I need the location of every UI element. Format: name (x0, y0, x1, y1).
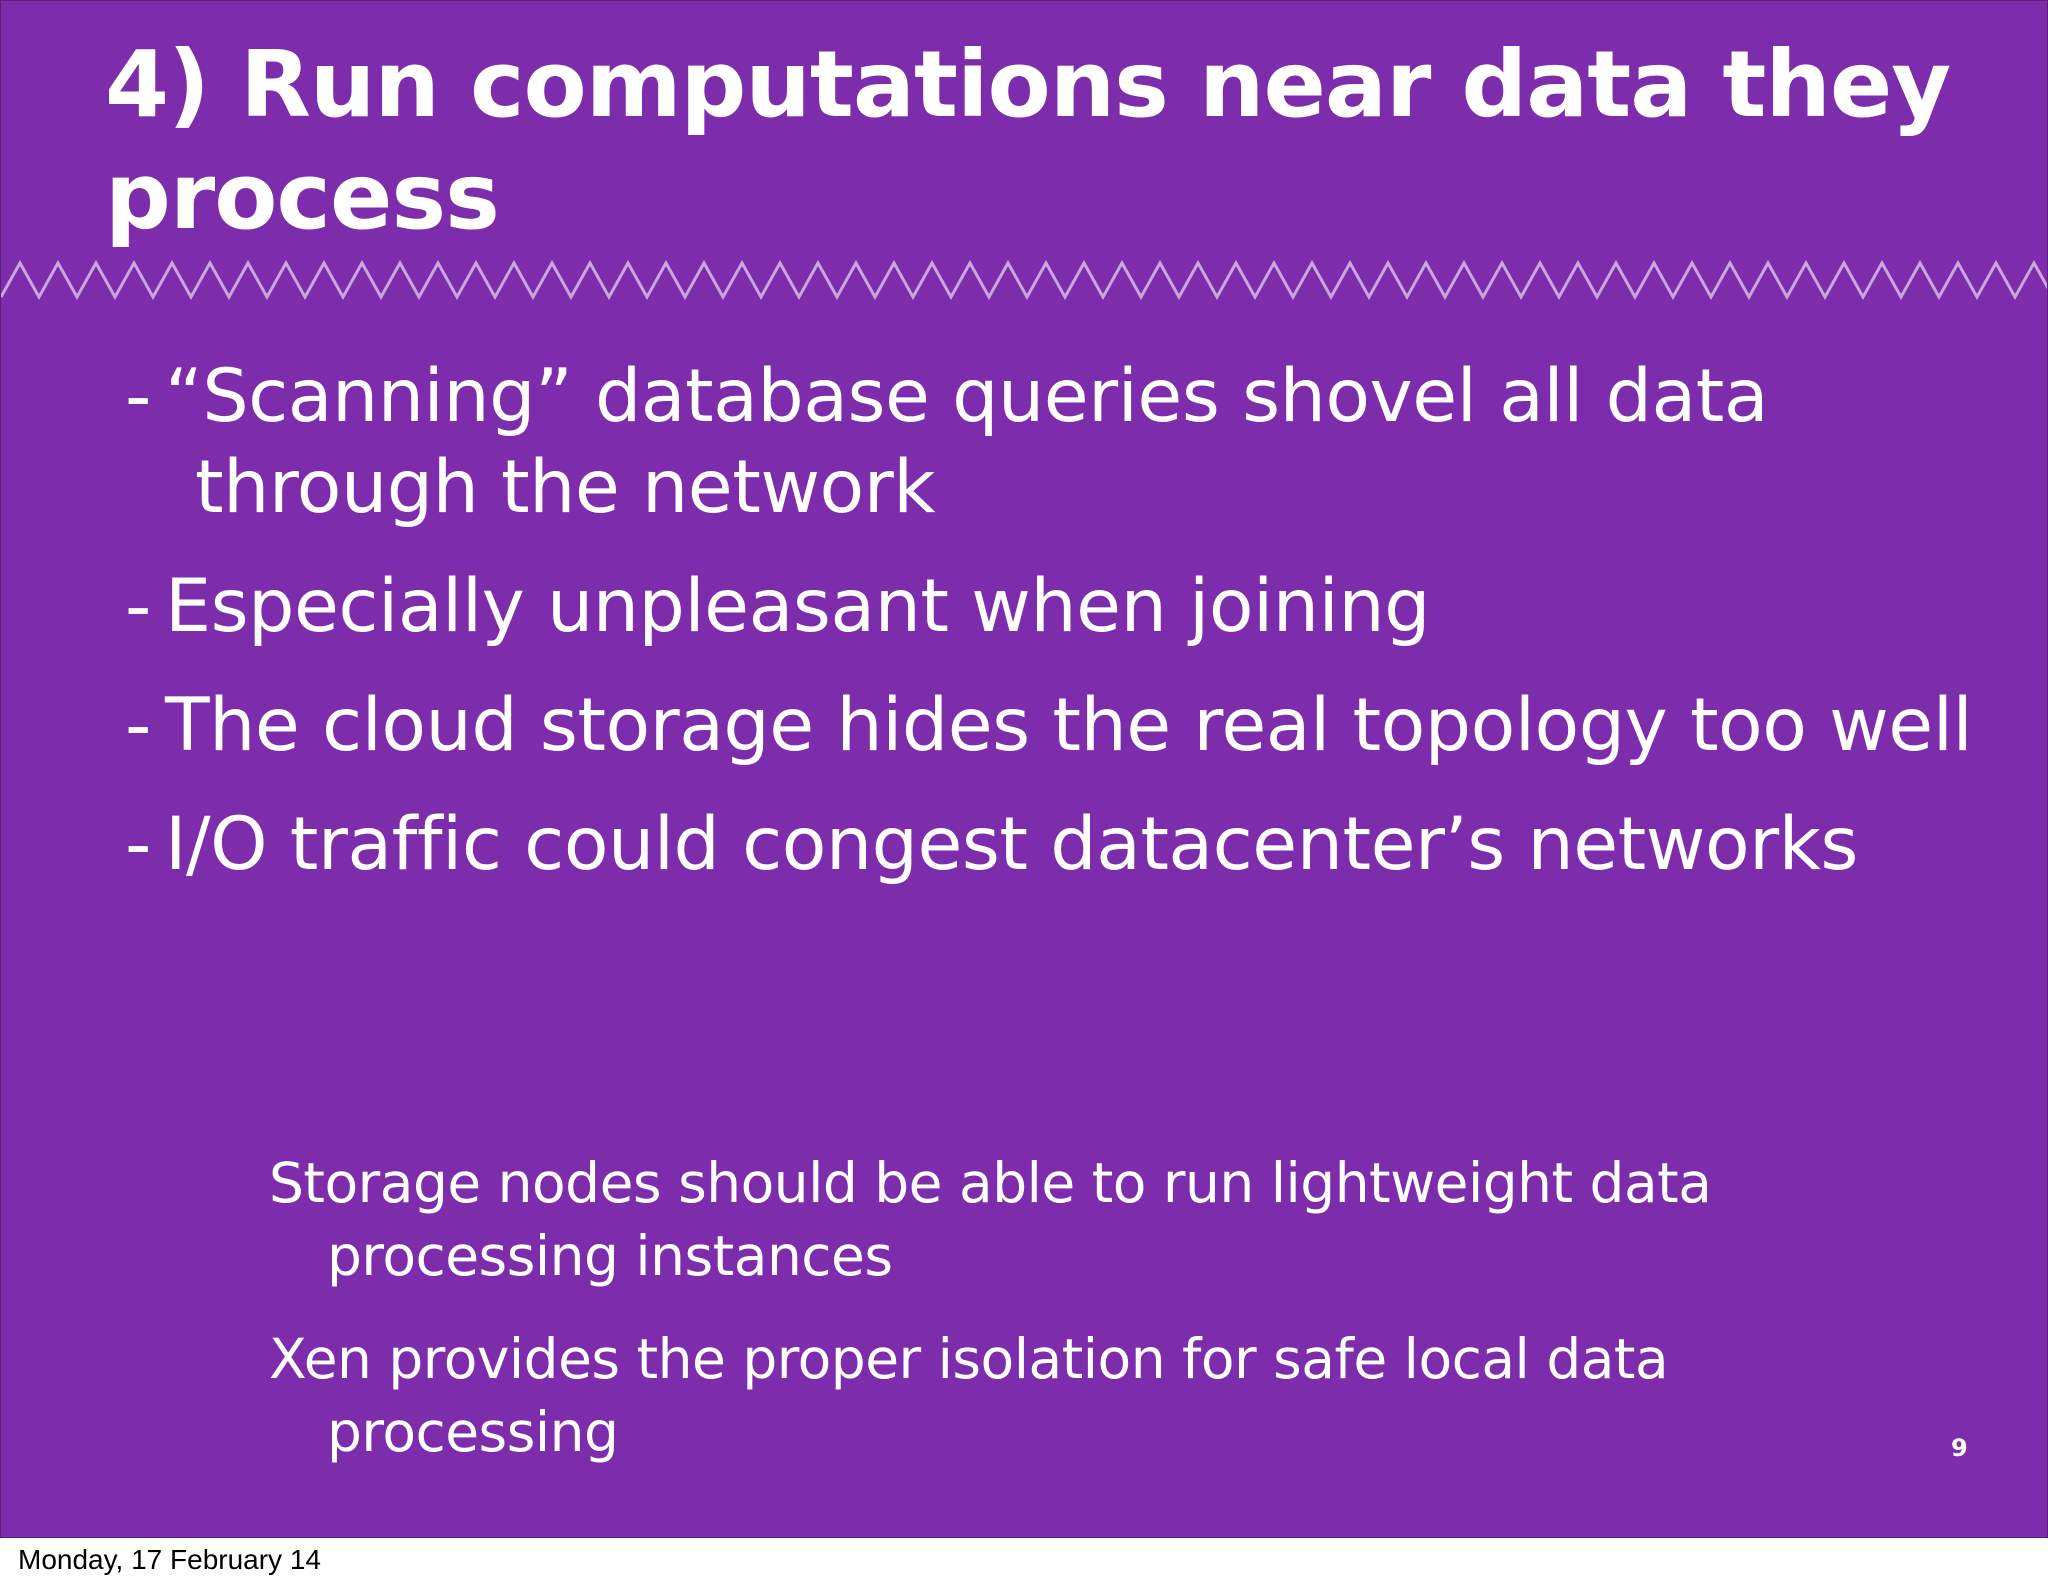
bullet-item: -“Scanning” database queries shovel all … (125, 351, 2005, 533)
bullet-marker: - (125, 564, 151, 649)
bullet-marker: - (125, 802, 151, 887)
bullet-item: -Especially unpleasant when joining (125, 561, 2005, 652)
bullet-text: I/O traffic could congest datacenter’s n… (165, 802, 1858, 887)
bullet-text: Especially unpleasant when joining (165, 564, 1430, 649)
footer-date: Monday, 17 February 14 (18, 1544, 321, 1575)
bullet-marker: - (125, 354, 151, 439)
bullet-text: “Scanning” database queries shovel all d… (165, 354, 1769, 530)
bullet-item: -The cloud storage hides the real topolo… (125, 680, 2005, 771)
slide-title: 4) Run computations near data they proce… (105, 31, 1951, 250)
slide: 4) Run computations near data they proce… (0, 0, 2048, 1538)
zigzag-divider (1, 259, 2047, 301)
bullet-text: The cloud storage hides the real topolog… (165, 683, 1973, 768)
bullet-list: -“Scanning” database queries shovel all … (125, 351, 2005, 918)
sub-point-item: Storage nodes should be able to run ligh… (269, 1151, 1712, 1288)
bullet-item: -I/O traffic could congest datacenter’s … (125, 799, 2005, 890)
sub-point-item: Xen provides the proper isolation for sa… (269, 1327, 1669, 1464)
bullet-marker: - (125, 683, 151, 768)
page-number: 9 (1951, 1434, 1968, 1462)
sub-point-list: Storage nodes should be able to run ligh… (269, 1147, 1869, 1499)
